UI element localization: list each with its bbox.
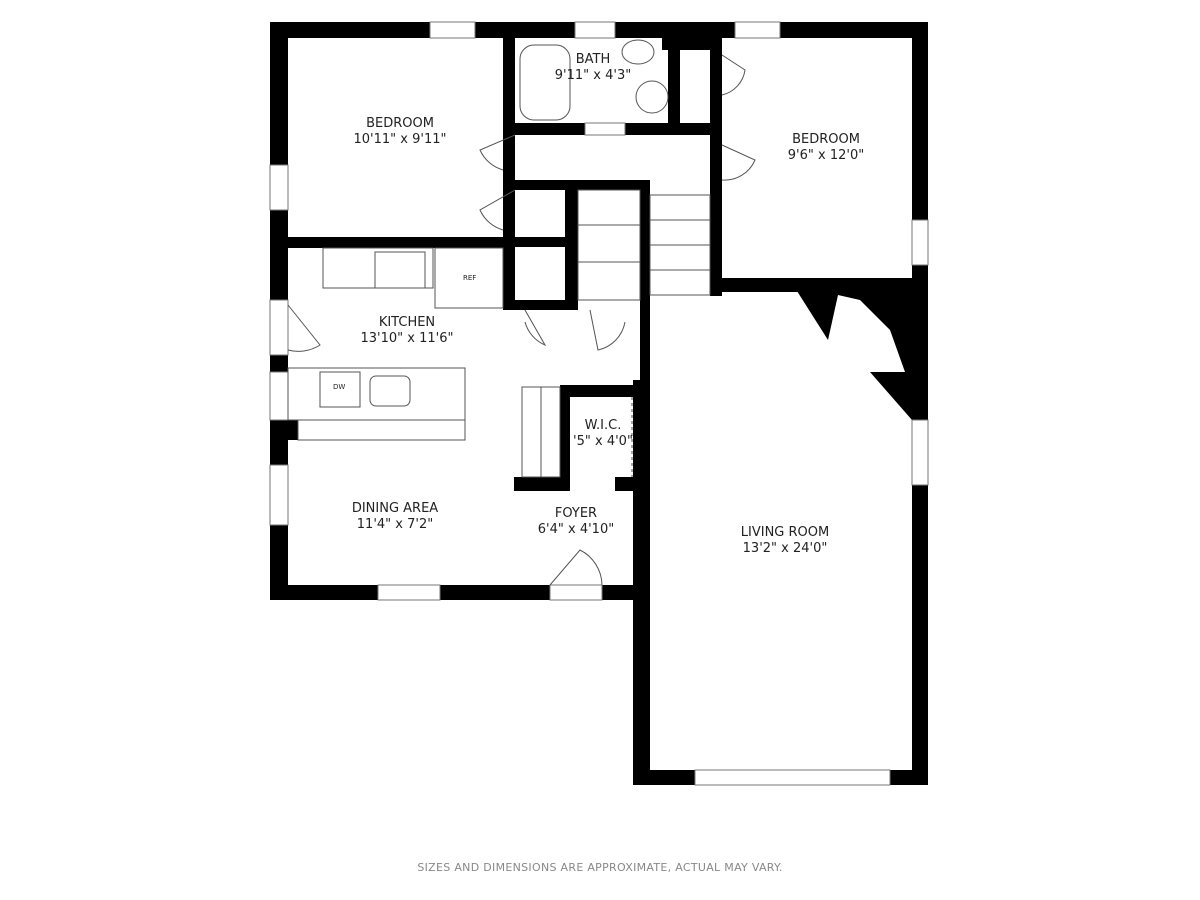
windows bbox=[269, 21, 929, 786]
room-name: DINING AREA bbox=[351, 501, 439, 516]
room-size: 9'11" x 4'3" bbox=[554, 68, 632, 83]
fridge-label: REF bbox=[463, 274, 477, 282]
room-size: 10'11" x 9'11" bbox=[353, 132, 447, 147]
room-name: BEDROOM bbox=[366, 116, 434, 131]
room-name: FOYER bbox=[554, 506, 598, 521]
room-name: BATH bbox=[575, 52, 611, 67]
room-size: 11'4" x 7'2" bbox=[356, 517, 434, 532]
room-size: '5" x 4'0" bbox=[573, 434, 633, 449]
room-size: 6'4" x 4'10" bbox=[537, 522, 615, 537]
room-wic: W.I.C.'5" x 4'0" bbox=[573, 418, 633, 450]
room-name: BEDROOM bbox=[792, 132, 860, 147]
dishwasher-label: DW bbox=[333, 383, 346, 391]
fixtures bbox=[287, 39, 756, 586]
room-name: LIVING ROOM bbox=[740, 525, 830, 540]
room-size: 9'6" x 12'0" bbox=[787, 148, 865, 163]
room-name: W.I.C. bbox=[584, 418, 622, 433]
room-size: 13'10" x 11'6" bbox=[360, 331, 454, 346]
room-name: KITCHEN bbox=[378, 315, 436, 330]
disclaimer: SIZES AND DIMENSIONS ARE APPROXIMATE, AC… bbox=[417, 861, 783, 874]
room-size: 13'2" x 24'0" bbox=[742, 541, 828, 556]
